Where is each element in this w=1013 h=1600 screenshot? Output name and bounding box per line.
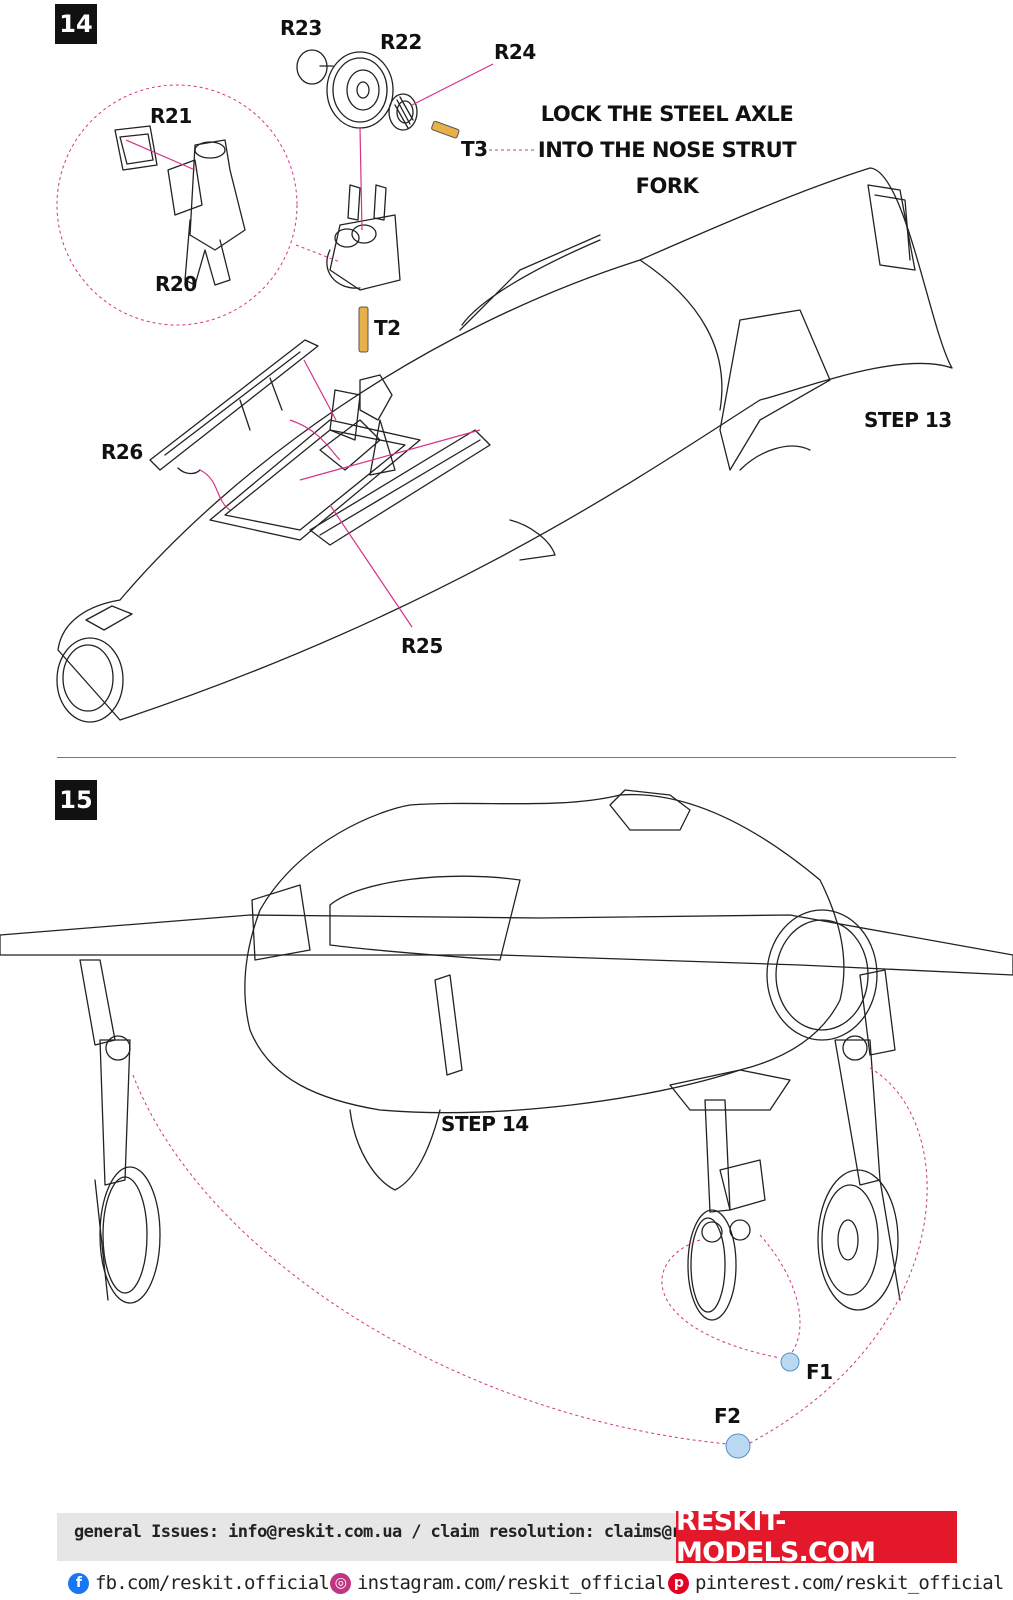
footer-contact: general Issues: info@reskit.com.ua / cla… — [74, 1522, 797, 1542]
note-line-1: LOCK THE STEEL AXLE — [540, 102, 794, 126]
wheel-R22 — [326, 51, 394, 129]
step-divider — [57, 757, 956, 758]
label-T3: T3 — [461, 137, 488, 161]
label-F2: F2 — [714, 1404, 741, 1428]
facebook-text: fb.com/reskit.official — [95, 1572, 330, 1594]
step-14-badge: 14 — [55, 4, 97, 44]
label-T2: T2 — [374, 316, 401, 340]
leader-lines — [125, 63, 494, 628]
label-R26: R26 — [101, 440, 143, 464]
main-gear-left — [79, 959, 161, 1304]
brand-link[interactable]: RESKIT-MODELS.COM — [676, 1506, 957, 1568]
detail-view-R20-R21 — [114, 125, 246, 286]
nose-fork-exploded — [326, 184, 401, 291]
wheel-hub-R24 — [388, 93, 418, 131]
pinterest-icon: p — [668, 1572, 689, 1594]
facebook-icon: f — [68, 1572, 89, 1594]
bay-door-left-R26 — [149, 339, 319, 475]
label-R23: R23 — [280, 16, 322, 40]
label-R25: R25 — [401, 634, 443, 658]
label-R21: R21 — [150, 104, 192, 128]
brass-axle-T3 — [431, 120, 460, 139]
label-R22: R22 — [380, 30, 422, 54]
brass-pin-T2 — [358, 306, 369, 353]
clear-part-F1 — [780, 1352, 800, 1372]
main-gear-right — [817, 969, 901, 1311]
pinterest-link[interactable]: p pinterest.com/reskit_official — [668, 1570, 1004, 1596]
label-F1: F1 — [806, 1360, 833, 1384]
bay-door-right-R25 — [309, 429, 491, 546]
facebook-link[interactable]: f fb.com/reskit.official — [68, 1570, 330, 1596]
instagram-text: instagram.com/reskit_official — [357, 1572, 666, 1594]
label-step14-ref: STEP 14 — [441, 1112, 529, 1136]
step-15-badge: 15 — [55, 780, 97, 820]
dashed-guides — [56, 84, 928, 1446]
label-R24: R24 — [494, 40, 536, 64]
nose-strut-assembly — [329, 374, 396, 476]
wheel-half-R23 — [296, 49, 334, 85]
aircraft-rear-view-outline — [0, 789, 1013, 1191]
label-R20: R20 — [155, 272, 197, 296]
label-step13-ref: STEP 13 — [864, 408, 952, 432]
clear-part-F2 — [725, 1433, 751, 1459]
note-line-2: INTO THE NOSE STRUT FORK — [537, 138, 797, 198]
fuselage-nose-outline — [56, 167, 953, 723]
instagram-link[interactable]: ◎ instagram.com/reskit_official — [330, 1570, 666, 1596]
nose-gear-bay — [209, 419, 421, 541]
assembly-note: LOCK THE STEEL AXLE INTO THE NOSE STRUT … — [536, 96, 798, 204]
pinterest-text: pinterest.com/reskit_official — [695, 1572, 1004, 1594]
nose-gear-rear-view — [687, 1099, 766, 1321]
instagram-icon: ◎ — [330, 1572, 351, 1594]
